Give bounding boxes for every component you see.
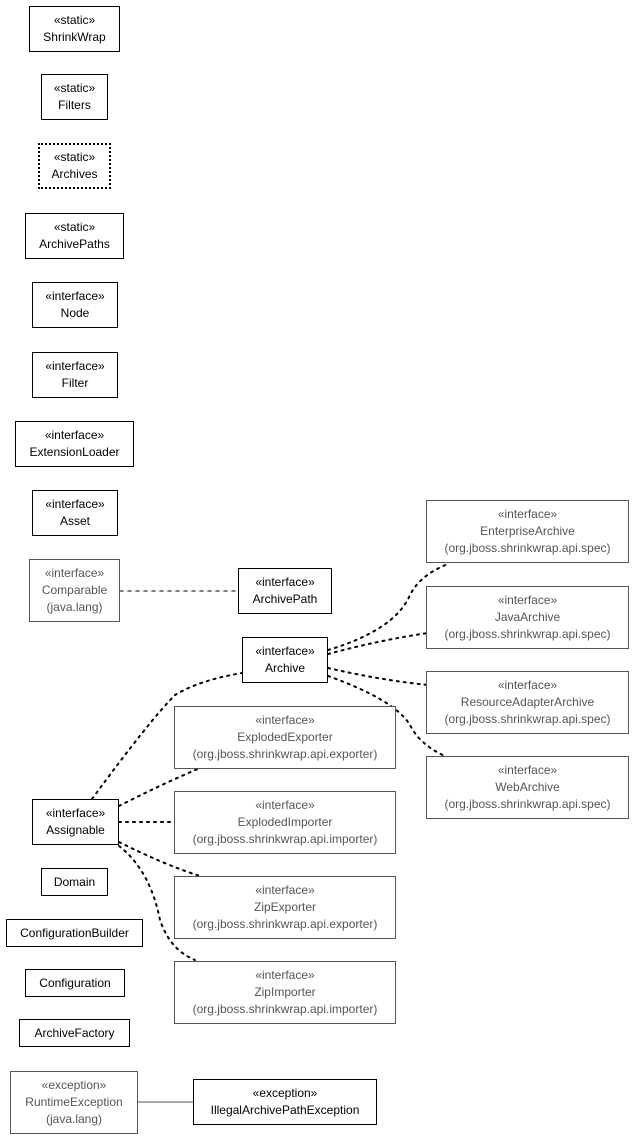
node-web-archive: «interface» WebArchive (org.jboss.shrink… xyxy=(426,756,629,819)
class-name: ExplodedImporter xyxy=(237,815,333,829)
package-name: (org.jboss.shrinkwrap.api.exporter) xyxy=(192,747,378,761)
stereotype-label: «interface» xyxy=(497,678,558,692)
stereotype-label: «interface» xyxy=(44,566,105,580)
stereotype-label: «static» xyxy=(53,220,96,234)
node-filter: «interface» Filter xyxy=(32,352,118,398)
stereotype-label: «static» xyxy=(53,81,96,95)
node-shrinkwrap: «static» ShrinkWrap xyxy=(29,6,120,52)
node-node: «interface» Node xyxy=(32,282,118,328)
class-name: Comparable xyxy=(41,583,108,597)
class-name: Assignable xyxy=(46,823,105,837)
class-name: Archive xyxy=(264,661,305,675)
node-comparable: «interface» Comparable (java.lang) xyxy=(29,559,120,622)
stereotype-label: «interface» xyxy=(45,359,105,373)
stereotype-label: «interface» xyxy=(255,575,315,589)
stereotype-label: «interface» xyxy=(44,428,105,442)
stereotype-label: «interface» xyxy=(45,289,105,303)
class-name: Filters xyxy=(58,98,91,112)
class-name: EnterpriseArchive xyxy=(480,524,575,538)
stereotype-label: «interface» xyxy=(497,763,558,777)
node-archive-paths: «static» ArchivePaths xyxy=(25,213,124,259)
class-name: ZipExporter xyxy=(253,900,317,914)
node-configuration: Configuration xyxy=(25,969,125,997)
node-archive-path: «interface» ArchivePath xyxy=(238,568,332,614)
edge-archive-javaarchive xyxy=(327,632,429,655)
class-name: ArchivePaths xyxy=(39,237,110,251)
node-illegal-archive-path-exception: «exception» IllegalArchivePathException xyxy=(193,1079,377,1125)
stereotype-label: «interface» xyxy=(497,593,558,607)
stereotype-label: «interface» xyxy=(255,968,315,982)
class-name: ArchivePath xyxy=(252,592,318,606)
class-name: ShrinkWrap xyxy=(43,30,106,44)
class-name: ResourceAdapterArchive xyxy=(460,695,595,709)
edge-archive-webarchive xyxy=(327,675,446,757)
node-exploded-importer: «interface» ExplodedImporter (org.jboss.… xyxy=(174,791,396,854)
stereotype-label: «static» xyxy=(53,150,96,164)
node-enterprise-archive: «interface» EnterpriseArchive (org.jboss… xyxy=(426,500,629,563)
class-name: Archives xyxy=(51,167,98,181)
class-name: JavaArchive xyxy=(494,610,561,624)
node-java-archive: «interface» JavaArchive (org.jboss.shrin… xyxy=(426,586,629,649)
class-name: ZipImporter xyxy=(254,985,316,999)
package-name: (org.jboss.shrinkwrap.api.spec) xyxy=(444,712,611,726)
class-name: Asset xyxy=(59,514,90,528)
stereotype-label: «interface» xyxy=(45,806,106,820)
node-archive-factory: ArchiveFactory xyxy=(19,1019,130,1047)
package-name: (org.jboss.shrinkwrap.api.importer) xyxy=(192,1002,378,1016)
stereotype-label: «interface» xyxy=(255,883,315,897)
stereotype-label: «interface» xyxy=(255,798,315,812)
node-configuration-builder: ConfigurationBuilder xyxy=(6,919,143,947)
class-name: Domain xyxy=(53,874,96,889)
package-name: (org.jboss.shrinkwrap.api.importer) xyxy=(192,832,378,846)
node-zip-exporter: «interface» ZipExporter (org.jboss.shrin… xyxy=(174,876,396,939)
edge-archive-enterprisearchive xyxy=(327,563,449,651)
edge-assignable-archive xyxy=(91,672,243,800)
class-name: IllegalArchivePathException xyxy=(210,1103,360,1117)
node-filters: «static» Filters xyxy=(41,74,108,120)
stereotype-label: «interface» xyxy=(45,497,105,511)
stereotype-label: «exception» xyxy=(41,1078,107,1092)
class-name: Filter xyxy=(61,376,89,390)
class-name: Node xyxy=(60,306,90,320)
stereotype-label: «static» xyxy=(53,13,96,27)
package-name: (org.jboss.shrinkwrap.api.exporter) xyxy=(192,917,378,931)
node-assignable: «interface» Assignable xyxy=(32,799,119,845)
stereotype-label: «interface» xyxy=(497,507,558,521)
package-name: (java.lang) xyxy=(46,600,103,614)
edge-assignable-explodedexporter xyxy=(118,767,201,807)
class-name: ExtensionLoader xyxy=(29,445,120,459)
node-runtime-exception: «exception» RuntimeException (java.lang) xyxy=(10,1071,138,1134)
edge-assignable-zipimporter xyxy=(118,845,196,961)
class-name: WebArchive xyxy=(495,780,560,794)
stereotype-label: «interface» xyxy=(255,644,315,658)
edge-assignable-zipexporter xyxy=(118,841,201,877)
package-name: (org.jboss.shrinkwrap.api.spec) xyxy=(444,797,611,811)
node-resource-adapter-archive: «interface» ResourceAdapterArchive (org.… xyxy=(426,671,629,734)
class-name: ArchiveFactory xyxy=(34,1025,115,1040)
package-name: (org.jboss.shrinkwrap.api.spec) xyxy=(444,627,611,641)
edge-archive-resourceadapterarchive xyxy=(327,667,429,686)
package-name: (org.jboss.shrinkwrap.api.spec) xyxy=(444,541,611,555)
node-exploded-exporter: «interface» ExplodedExporter (org.jboss.… xyxy=(174,706,396,769)
class-name: ExplodedExporter xyxy=(237,730,333,744)
node-zip-importer: «interface» ZipImporter (org.jboss.shrin… xyxy=(174,961,396,1024)
node-archive: «interface» Archive xyxy=(242,637,328,683)
node-archives: «static» Archives xyxy=(38,143,111,189)
node-asset: «interface» Asset xyxy=(32,490,118,536)
package-name: (java.lang) xyxy=(45,1112,103,1126)
class-name: ConfigurationBuilder xyxy=(20,925,129,940)
class-name: RuntimeException xyxy=(25,1095,123,1109)
node-extension-loader: «interface» ExtensionLoader xyxy=(15,421,134,467)
node-domain: Domain xyxy=(41,868,108,896)
stereotype-label: «interface» xyxy=(255,713,315,727)
stereotype-label: «exception» xyxy=(252,1086,318,1100)
class-name: Configuration xyxy=(39,975,111,990)
